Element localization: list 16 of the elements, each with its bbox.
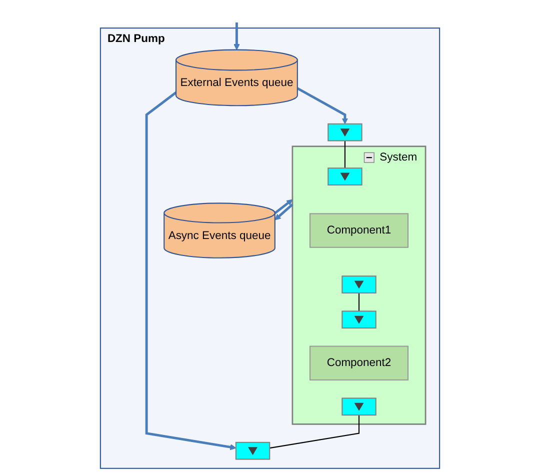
node-box: Component1	[309, 213, 409, 248]
arrow	[145, 92, 236, 450]
node-box	[342, 310, 376, 329]
arrow	[274, 199, 293, 214]
node-box: Component2	[309, 346, 409, 380]
node-box	[342, 276, 376, 294]
node-box	[328, 168, 362, 186]
node-box	[328, 123, 362, 142]
arrow	[234, 22, 240, 50]
connector	[358, 292, 360, 312]
arrow	[296, 87, 348, 124]
node-box	[235, 442, 270, 460]
connector	[270, 415, 360, 449]
node-box	[342, 398, 376, 416]
connector	[344, 140, 346, 168]
arrow	[274, 204, 294, 220]
